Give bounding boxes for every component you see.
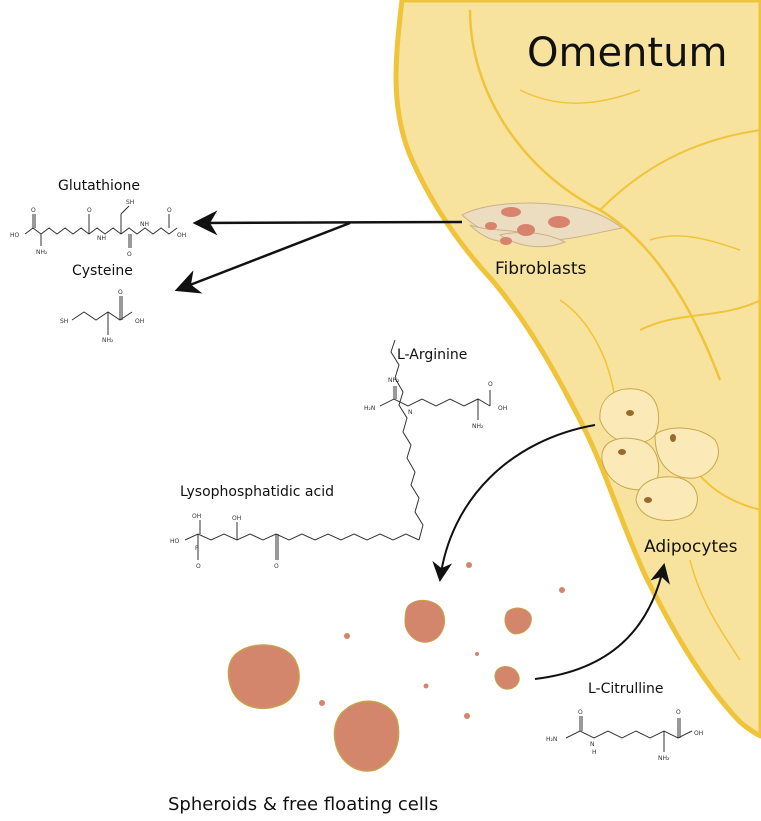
lpa-atom-oh2: OH: [232, 515, 241, 522]
glutathione-atom-oh: OH: [177, 232, 186, 239]
citrulline-atom-oh: OH: [694, 730, 703, 737]
omentum-tissue: [393, 0, 761, 739]
cysteine-structure: SH O OH NH₂: [60, 289, 144, 344]
glutathione-atom-o2: O: [87, 207, 92, 214]
lpa-atom-ho: HO: [170, 538, 180, 545]
arginine-atom-nh2b: NH₂: [472, 423, 484, 430]
adipocytes-label: Adipocytes: [644, 537, 738, 557]
arginine-atom-oh: OH: [498, 405, 507, 412]
glutathione-atom-nh1: NH: [97, 235, 106, 242]
glutathione-atom-o4: O: [167, 207, 172, 214]
arginine-atom-h2n: H₂N: [364, 405, 375, 412]
spheroids-label: Spheroids & free floating cells: [168, 794, 438, 815]
fibroblasts-label: Fibroblasts: [495, 259, 587, 279]
citrulline-atom-h2n: H₂N: [546, 736, 557, 743]
arrow-spheroids-to-adipocytes: [534, 563, 670, 680]
citrulline-atom-nh2: NH₂: [658, 755, 670, 762]
cysteine-atom-nh2: NH₂: [102, 337, 114, 344]
arginine-structure: NH₂ H₂N N O OH NH₂: [364, 377, 507, 430]
adipocyte-cluster: [599, 388, 719, 521]
glutathione-atom-nh2: NH₂: [36, 249, 48, 256]
arrow-fibroblasts-to-cysteine: [174, 221, 351, 294]
citrulline-label: L-Citrulline: [588, 681, 664, 697]
lpa-label: Lysophosphatidic acid: [180, 484, 334, 500]
omentum-title: Omentum: [527, 30, 727, 76]
arginine-atom-nh2a: NH₂: [388, 377, 400, 384]
citrulline-atom-h: H: [592, 749, 597, 756]
citrulline-atom-o1: O: [578, 709, 583, 716]
lpa-structure: HO OH P O OH O: [170, 339, 424, 570]
fibroblast-cluster: [461, 202, 624, 248]
lpa-atom-o2: O: [274, 563, 279, 570]
lpa-atom-oh1: OH: [192, 513, 201, 520]
citrulline-structure: H₂N O N H O OH NH₂: [546, 709, 703, 762]
lpa-atom-o1: O: [196, 563, 201, 570]
arrow-adipocytes-to-spheroids: [432, 424, 596, 582]
arginine-atom-o: O: [488, 381, 493, 388]
glutathione-atom-sh: SH: [126, 199, 134, 206]
omentum-body: [393, 0, 761, 739]
citrulline-atom-n: N: [590, 741, 595, 748]
arrows: [174, 210, 670, 680]
cysteine-atom-sh: SH: [60, 318, 68, 325]
glutathione-structure: HO O NH₂ O NH SH O NH O OH: [10, 199, 186, 258]
arginine-label: L-Arginine: [397, 347, 467, 363]
glutathione-label: Glutathione: [58, 178, 140, 194]
lpa-atom-p: P: [195, 545, 199, 552]
citrulline-atom-o2: O: [676, 709, 681, 716]
cysteine-label: Cysteine: [72, 263, 133, 279]
cysteine-atom-o: O: [118, 289, 123, 296]
arrow-fibroblasts-to-glutathione: [192, 210, 463, 236]
glutathione-atom-o3: O: [127, 251, 132, 258]
cysteine-atom-oh: OH: [135, 318, 144, 325]
glutathione-atom-ho: HO: [10, 232, 20, 239]
spheroids: [227, 562, 565, 772]
arginine-atom-n: N: [408, 409, 413, 416]
glutathione-atom-nh2b: NH: [140, 221, 149, 228]
glutathione-atom-o1: O: [31, 207, 36, 214]
